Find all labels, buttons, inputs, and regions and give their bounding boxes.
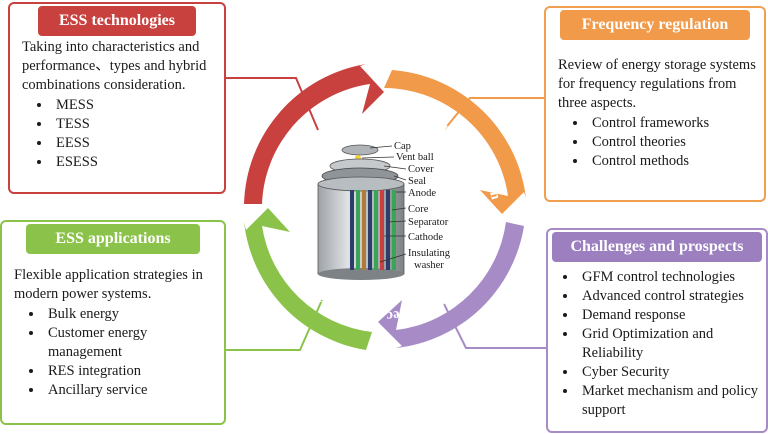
ring-segment-frequency-regulation (384, 70, 526, 214)
list-item: Market mechanism and policy support (578, 382, 758, 420)
frequency-regulation-description: Review of energy storage systems for fre… (558, 57, 756, 111)
ess-applications-list: Bulk energy Customer energy management R… (14, 305, 216, 400)
ess-applications-box: ESS applications Flexible application st… (0, 220, 226, 425)
list-item: Control theories (588, 133, 756, 152)
ring-segment-ess-technologies (244, 64, 384, 204)
list-item: GFM control technologies (578, 268, 758, 287)
list-item: TESS (52, 115, 216, 134)
list-item: Advanced control strategies (578, 287, 758, 306)
list-item: Grid Optimization and Reliability (578, 325, 758, 363)
list-item: MESS (52, 96, 216, 115)
ess-applications-description: Flexible application strategies in moder… (14, 267, 203, 302)
list-item: Demand response (578, 306, 758, 325)
list-item: Cyber Security (578, 363, 758, 382)
battery-layers (350, 190, 396, 270)
list-item: ESESS (52, 153, 216, 172)
challenges-prospects-title: Challenges and prospects (552, 232, 762, 262)
list-item: RES integration (44, 362, 216, 381)
battery-label-cathode: Cathode (408, 232, 443, 243)
list-item: Ancillary service (44, 381, 216, 400)
frequency-regulation-title: Frequency regulation (560, 10, 750, 40)
ess-technologies-title: ESS technologies (38, 6, 196, 36)
battery-cutaway-illustration: Cap Vent ball Cover Seal Anode Core Sepa… (317, 141, 451, 280)
challenges-prospects-list: GFM control technologies Advanced contro… (554, 268, 758, 420)
connector-ess-tech (226, 77, 319, 131)
list-item: Control frameworks (588, 114, 756, 133)
challenges-prospects-box: Challenges and prospects GFM control tec… (546, 228, 768, 433)
list-item: Customer energy management (44, 324, 216, 362)
ring-segment-ess-applications (244, 208, 372, 350)
battery-label-vent-ball: Vent ball (396, 152, 434, 163)
connector-freq (443, 97, 544, 131)
ring-segments (244, 64, 526, 350)
battery-label-cover: Cover (408, 164, 434, 175)
ess-technologies-list: MESS TESS EESS ESESS (22, 96, 216, 172)
battery-cap (341, 144, 379, 156)
battery-label-cap: Cap (394, 141, 411, 152)
frequency-regulation-list: Control frameworks Control theories Cont… (558, 114, 756, 171)
battery-label-core: Core (408, 204, 429, 215)
battery-label-separator: Separator (408, 217, 449, 228)
list-item: EESS (52, 134, 216, 153)
ring-segment-challenges (378, 222, 524, 348)
frequency-regulation-box: Frequency regulation Review of energy st… (544, 6, 766, 202)
battery-label-anode: Anode (408, 188, 436, 199)
ess-applications-title: ESS applications (26, 224, 200, 254)
list-item: Control methods (588, 152, 756, 171)
ess-technologies-description: Taking into characteristics and performa… (22, 39, 207, 93)
battery-body (317, 183, 405, 275)
list-item: Bulk energy (44, 305, 216, 324)
battery-label-insulating: Insulating (408, 248, 451, 259)
battery-label-seal: Seal (408, 176, 426, 187)
battery-label-washer: washer (414, 260, 444, 271)
ess-technologies-box: ESS technologies Taking into characteris… (8, 2, 226, 194)
